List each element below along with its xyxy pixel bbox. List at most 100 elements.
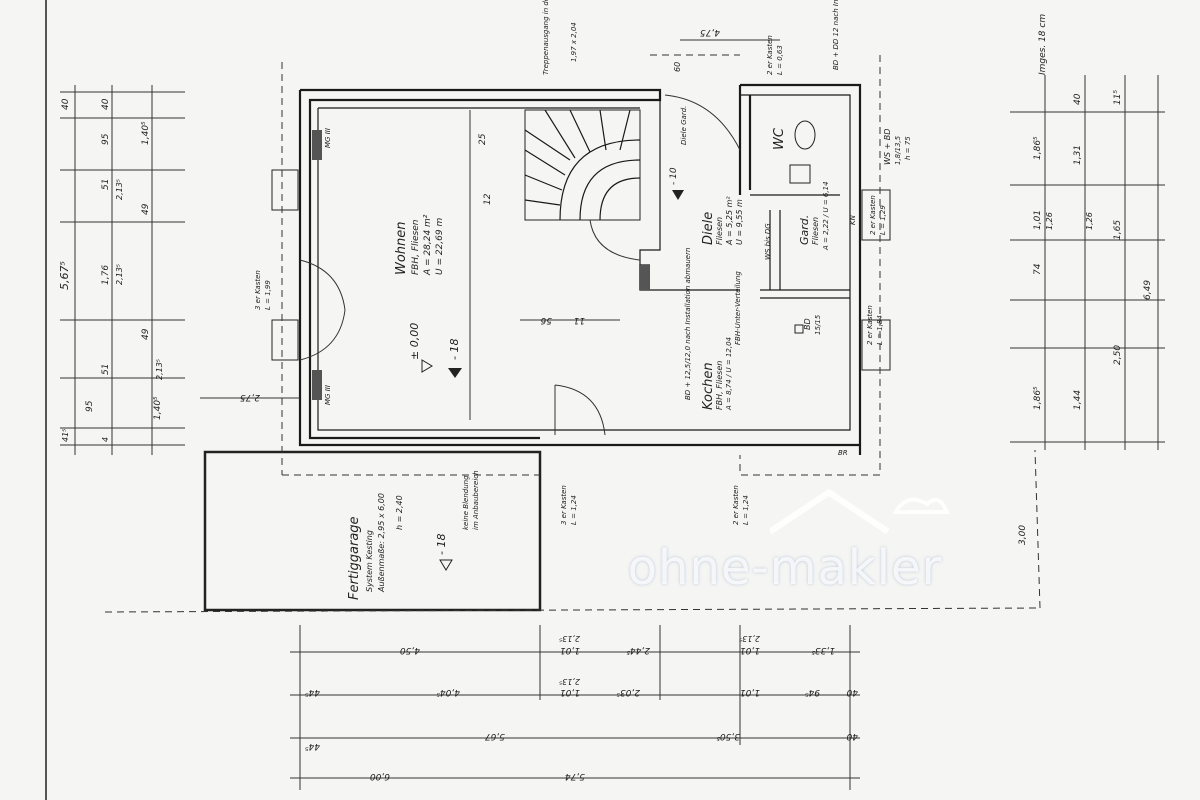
plan-label: keine Blendung — [462, 475, 470, 530]
left-dimension-lines — [60, 85, 300, 455]
plan-label: 1,01 — [560, 687, 580, 697]
plan-label: 5,67⁵ — [58, 261, 71, 290]
plan-label: 95 — [101, 133, 111, 145]
plan-label: 1,26 — [1085, 212, 1094, 230]
plan-label: KN — [849, 214, 857, 225]
plan-line — [794, 324, 804, 334]
plan-label: 1,26 — [1045, 212, 1054, 230]
plan-label: 51 — [101, 179, 111, 190]
watermark-logo-icon — [770, 488, 950, 535]
plan-label: FBH, Fliesen — [411, 219, 421, 275]
plan-label: 1,65 — [1113, 220, 1123, 240]
room-diele: Diele Fliesen A = 5,25 m² U = 9,55 m Die… — [680, 106, 744, 246]
plan-label: System Kesting — [365, 530, 374, 592]
plan-line — [769, 210, 781, 290]
plan-label: - 18 — [448, 339, 461, 360]
plan-label: Fliesen — [715, 217, 724, 245]
plan-label: Fertiggarage — [347, 516, 362, 600]
plan-label: BD + 12,5/12,0 nach Installation abmauer… — [684, 248, 692, 400]
house-walls — [271, 83, 891, 455]
plan-label: Treppenausgang in der EG-Decke — [542, 0, 550, 75]
plan-label: 40 — [1073, 93, 1083, 105]
plan-line — [861, 189, 891, 241]
plan-label: 2,75 — [240, 392, 260, 402]
plan-label: 1,01 — [560, 645, 580, 655]
plan-label: 2 er Kasten — [866, 305, 874, 345]
plan-label: h = 75 — [904, 136, 912, 160]
plan-line — [789, 164, 811, 184]
plan-label: 11⁵ — [1113, 90, 1123, 105]
plan-line — [281, 62, 540, 476]
plan-line — [589, 219, 641, 261]
plan-label: 1,44 — [1073, 390, 1083, 410]
plan-label: h = 2,40 — [395, 495, 404, 530]
plan-line — [794, 120, 816, 150]
plan-label: 1,97 x 2,04 — [570, 22, 578, 62]
plan-label: FBH, Fliesen — [715, 361, 724, 410]
plan-label: L = 1,84 — [876, 315, 884, 345]
plan-line — [317, 107, 640, 431]
plan-label: 1,86⁵ — [1033, 136, 1043, 160]
bottom-dimension-lines — [290, 625, 860, 790]
plan-label: 2,13⁵ — [559, 677, 580, 686]
plan-label: A = 28,24 m² — [423, 214, 433, 276]
plan-label: BD + DD 12 nach Installation abmauern — [832, 0, 840, 70]
plan-line — [892, 497, 950, 514]
plan-label: 1,76 — [101, 265, 111, 285]
plan-line — [664, 94, 741, 151]
plan-line — [770, 488, 890, 535]
plan-label: FBH-Unter-Verteilung — [734, 271, 742, 345]
plan-label: - 10 — [669, 167, 679, 185]
plan-label: 1,40⁵ — [153, 396, 163, 420]
plan-label: 15/15 — [814, 314, 822, 335]
plan-label: 1,40⁵ — [141, 121, 151, 145]
plan-line — [300, 88, 662, 440]
plan-label: 44⁵ — [305, 687, 320, 697]
plan-label: 2 er Kasten — [869, 195, 877, 235]
dashed-outlines — [104, 54, 1041, 613]
plan-line — [421, 359, 433, 373]
plan-line — [740, 83, 862, 455]
plan-label: 1,86⁵ — [1033, 386, 1043, 410]
plan-label: 2,50 — [1113, 345, 1123, 365]
plan-label: Diele Gard. — [680, 106, 688, 145]
left-dimension-labels: 40 40 1,40⁵ 95 51 2,13⁵ 49 1,76 2,13⁵ 51… — [58, 98, 164, 442]
plan-label: 3,50⁵ — [716, 731, 740, 741]
plan-label: 4,50 — [400, 645, 420, 655]
plan-label: MG III — [324, 385, 332, 405]
plan-line — [271, 169, 299, 211]
plan-label: WC — [772, 127, 787, 150]
plan-label: Fliesen — [811, 217, 820, 245]
plan-label: BR — [838, 449, 848, 457]
plan-line — [672, 190, 684, 200]
plan-label: 3,00 — [1018, 525, 1028, 545]
plan-label: 2 er Kasten — [732, 485, 740, 525]
plan-label: WS bis DG — [764, 223, 772, 260]
plan-label: L = 0,63 — [776, 45, 784, 75]
plan-line — [554, 384, 606, 436]
plan-label: 2,13⁵ — [739, 634, 760, 643]
plan-label: 60 — [673, 62, 682, 72]
plan-line — [104, 449, 1041, 613]
plan-label: L = 1,24 — [742, 495, 750, 525]
plan-line — [271, 319, 299, 361]
plan-label: 94⁵ — [805, 687, 820, 697]
plan-label: L = 1,99 — [264, 280, 272, 310]
plan-line — [540, 94, 851, 431]
plan-line — [448, 368, 462, 378]
plan-label: 40 — [846, 731, 858, 741]
plan-line — [639, 90, 740, 291]
plan-label: 5,67 — [485, 731, 505, 741]
doors — [299, 94, 741, 436]
plan-label: im Anbaubereich — [472, 470, 480, 530]
plan-line — [312, 370, 322, 400]
plan-label: 11 — [574, 315, 585, 325]
plan-label: 1,33⁵ — [811, 645, 835, 655]
plan-line — [439, 559, 453, 571]
plan-label: 2,03⁵ — [616, 687, 640, 697]
plan-label: WS + BD — [883, 129, 892, 165]
plan-label: L = 1,29 — [879, 205, 887, 235]
plan-label: 40 — [101, 98, 111, 110]
plan-line — [298, 90, 860, 447]
